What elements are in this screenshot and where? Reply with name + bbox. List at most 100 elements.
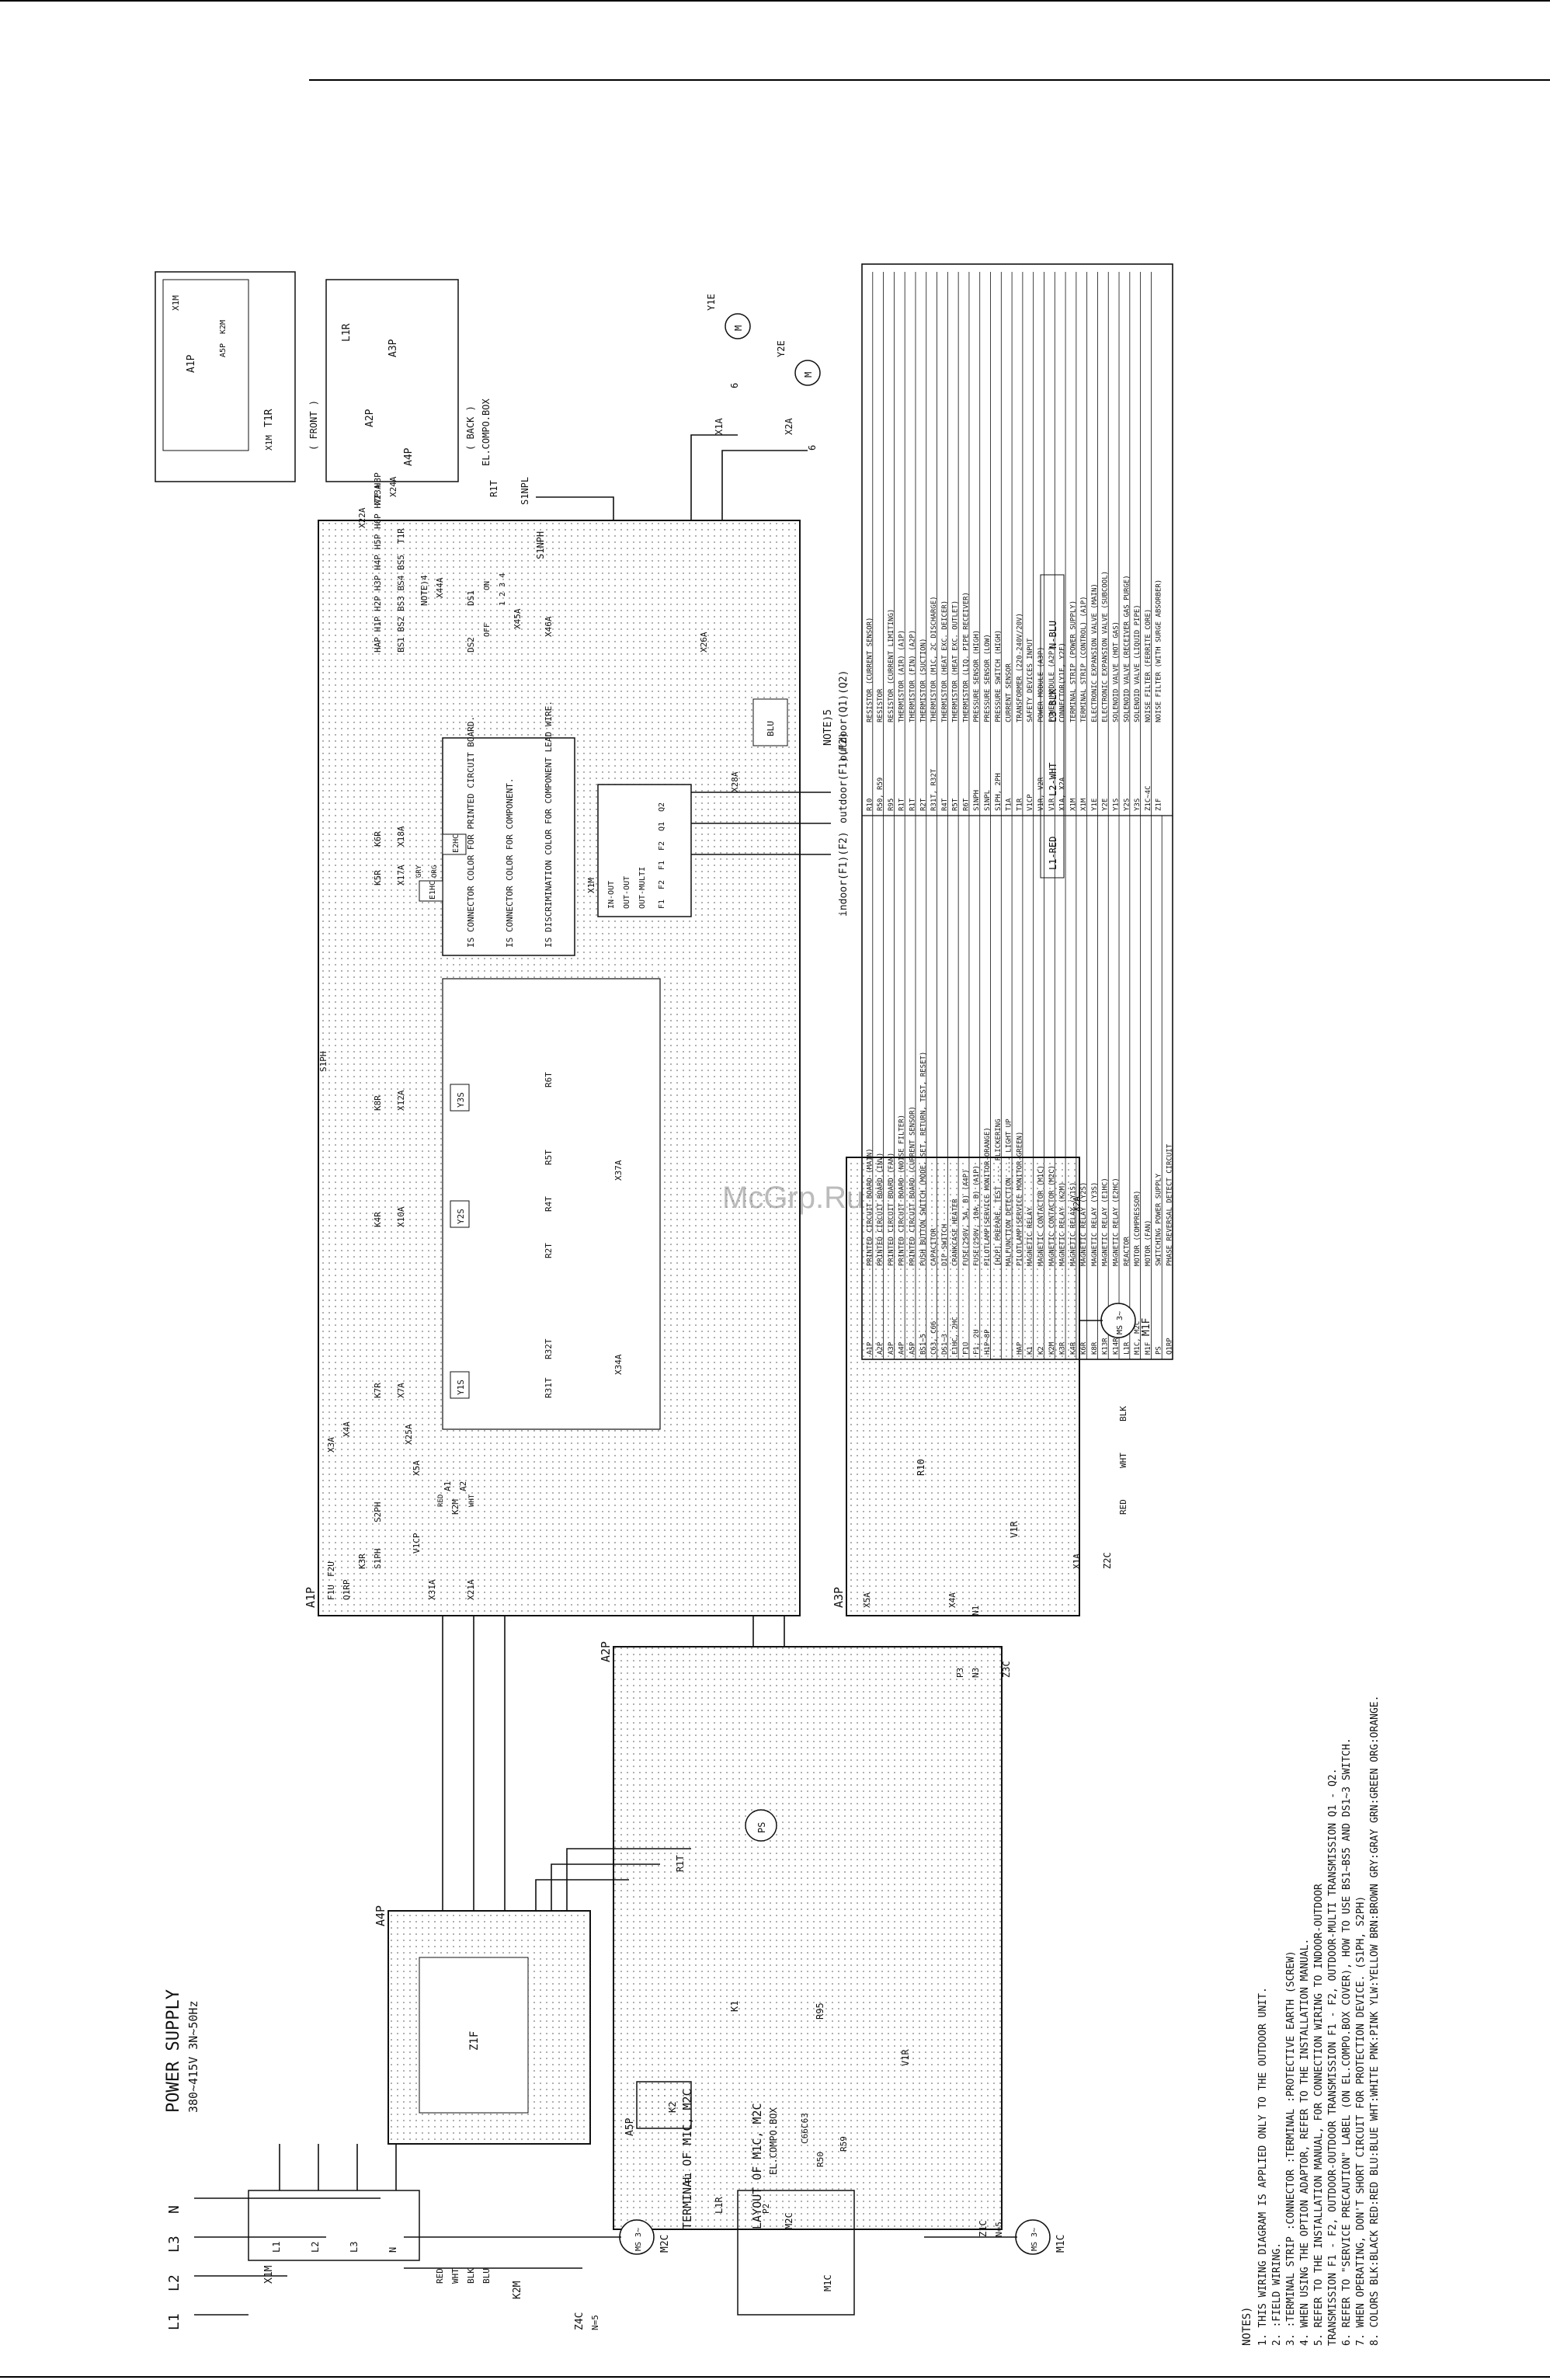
trans-p1: F1 [658, 899, 666, 909]
table-row-code: R6T [962, 798, 970, 811]
x1m-l3: L3 [349, 2242, 360, 2253]
wht-small: WHT [468, 1494, 476, 1507]
x1m-trans-label: X1M [586, 878, 596, 893]
table-row-code: S1PH, 2PH [995, 773, 1003, 811]
a2-label: A2 [458, 1481, 468, 1491]
back-l1r: L1R [341, 323, 353, 342]
e2hc-label: E2HC [452, 834, 460, 853]
r32t-label: R32T [544, 1338, 554, 1359]
wht-main: WHT [450, 2268, 460, 2284]
n3-label: N3 [971, 1668, 981, 1678]
table-row-desc: CONNECTOR(Y1E, Y2E) [1059, 642, 1067, 722]
a1p-label: A1P [304, 1587, 318, 1608]
a3p-label: A3P [832, 1587, 846, 1608]
z4c-n: N=5 [590, 2315, 600, 2330]
trans-p6: Q2 [658, 802, 666, 812]
table-row-code: R95 [888, 799, 895, 811]
z1c-n: N=5 [994, 2222, 1004, 2237]
svg-text:M: M [803, 372, 814, 378]
l1r-label: L1R [714, 2197, 725, 2214]
phase-legend-3: L3-BLK [1048, 688, 1058, 722]
k6r-label: K6R [373, 831, 383, 847]
table-row-code: X1M [1080, 798, 1088, 811]
y3s-label: Y3S [456, 1092, 466, 1108]
m1c-motor: M1C [1055, 2235, 1067, 2253]
z1f-label: Z1F [468, 2031, 481, 2051]
table-row-desc: MAGNETIC RELAY (E2HC) [1113, 1178, 1121, 1266]
table-row-code: K14R [1113, 1338, 1121, 1355]
table-row-code: M1C, M2C [1134, 1321, 1142, 1355]
m1f-label: M1F [1141, 1317, 1152, 1336]
back-box-label: EL.COMPO.BOX [481, 398, 492, 466]
table-row-code: R1T [909, 798, 916, 811]
r4t-label: R4T [544, 1196, 554, 1212]
table-row-code: L1R [1123, 1341, 1131, 1355]
table-row-desc: PHASE REVERSAL DETECT CIRCUIT [1166, 1143, 1174, 1266]
x2a-fan-label: X2A [784, 418, 794, 435]
expansion-valves: M Y1E M Y2E X1A X2A 6 6 [706, 294, 821, 451]
x5a-fan: X5A [862, 1592, 872, 1608]
s1nph-label: S1NPH [535, 531, 546, 559]
front-label: ( FRONT ) [308, 400, 319, 451]
p1-label: P1 [683, 2173, 693, 2183]
v1cp-label: V1CP [412, 1533, 422, 1554]
table-row-desc: SAFETY DEVICES INPUT [1027, 638, 1034, 722]
note-5b: TRANSMISSION F1 - F2, OUTDOOR-OUTDOOR TR… [1327, 1768, 1339, 2346]
table-row-code: R4T [941, 798, 949, 811]
table-row-code: M1F [1145, 1342, 1152, 1355]
x46a-label: X46A [544, 616, 554, 637]
x1m-n: N [388, 2247, 398, 2253]
table-row-desc: RESISTOR (CURRENT LIMITING) [888, 609, 895, 722]
phase-l3: L3 [166, 2236, 182, 2253]
note-8: 8. COLORS BLK:BLACK RED:RED BLU:BLUE WHT… [1369, 1696, 1381, 2346]
r50-label: R50 [815, 2152, 825, 2167]
table-row-desc: SOLENOID VALVE (HOT GAS) [1113, 621, 1121, 722]
table-row-code: Z1F [1156, 799, 1163, 811]
x1a-fan: X1A [1072, 1554, 1082, 1569]
trans-p5: Q1 [658, 822, 666, 831]
k4r-label: K4R [373, 1212, 383, 1227]
x5a-label: X5A [412, 1460, 422, 1476]
table-row-desc: THERMISTOR (LIQ. PIPE RECEIVER) [962, 592, 970, 722]
layout-title: LAYOUT OF M1C, M2C [750, 2103, 764, 2229]
red-main: RED [435, 2268, 445, 2284]
x12a-label: X12A [396, 1090, 406, 1111]
trans-h1: IN-OUT [607, 881, 616, 909]
table-row-code: R10 [866, 799, 874, 811]
table-row-desc: PRESSURE SWITCH (HIGH) [995, 630, 1003, 722]
x44a-label: X44A [435, 577, 445, 598]
table-row-code: R2T [919, 798, 927, 811]
table-row-desc: NOISE FILTER (WITH SURGE ABSORBER) [1156, 579, 1163, 722]
table-row-code: Y3S [1134, 799, 1142, 811]
blk-main: BLK [466, 2268, 476, 2284]
r5t-label: R5T [544, 1150, 554, 1165]
r2t-label: R2T [544, 1243, 554, 1258]
table-row-code: R5T [952, 798, 960, 811]
note-2: 2. :FIELD WIRING. [1271, 2243, 1283, 2346]
table-row-code: S1NPH [973, 790, 981, 811]
x26a-label: X26A [699, 632, 709, 652]
leds-label: HAP H1P H2P H3P H4P H5P H6P H7P H8P [373, 472, 383, 652]
table-row-code: K13R [1102, 1338, 1110, 1355]
a5p-label: A5P [624, 2117, 636, 2136]
noise-filter-a4p: A4P Z1F [374, 1905, 591, 2145]
table-row-desc: REACTOR [1123, 1236, 1131, 1266]
table-row-code: V1CP [1027, 794, 1034, 811]
blu-main: BLU [481, 2268, 492, 2284]
phase-l1: L1 [166, 2313, 182, 2330]
x34a-label: X34A [613, 1354, 624, 1375]
x1m-l2: L2 [310, 2242, 321, 2253]
ds2-label: DS2 [466, 637, 476, 652]
table-row-desc: ELECTRONIC EXPANSION VALVE (MAIN) [1091, 583, 1099, 722]
x24a-label: X24A [388, 476, 398, 497]
q1rp-label: Q1RP [342, 1579, 352, 1600]
table-row-desc: TERMINAL STRIP (POWER SUPPLY) [1069, 600, 1077, 722]
x21a-label: X21A [466, 1579, 476, 1600]
phase-l2: L2 [166, 2274, 182, 2291]
table-row-desc: THERMISTOR (M1C, 2C DISCHARGE) [930, 596, 938, 722]
outdoor-f-label: outdoor(F1)(F2) [838, 732, 850, 823]
front-t1r: T1R [263, 409, 275, 427]
e1hc-label: E1HC [429, 881, 437, 899]
table-row-code: V1R [1048, 798, 1056, 811]
k2m-small: K2M [450, 1499, 460, 1515]
